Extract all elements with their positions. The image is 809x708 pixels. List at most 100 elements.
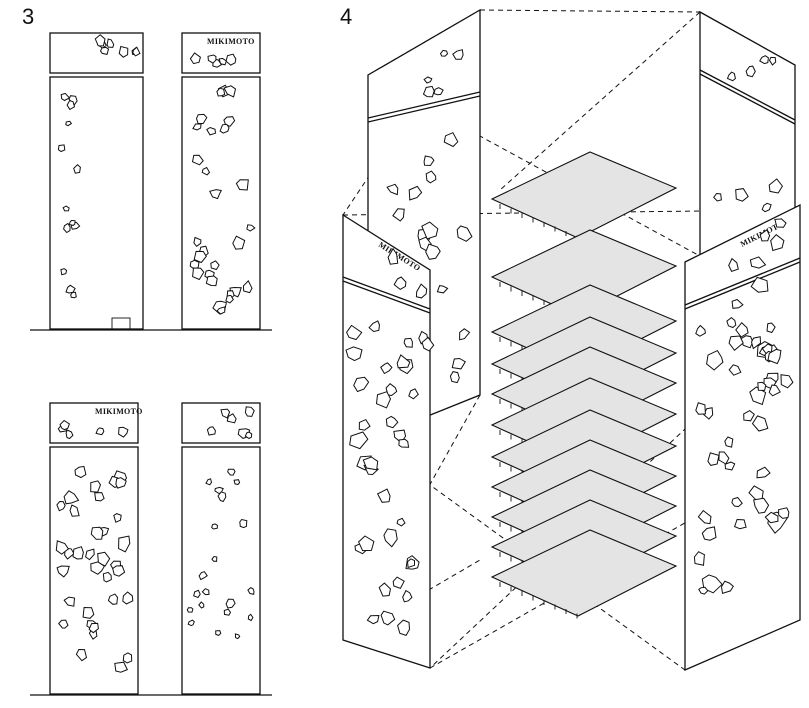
elevation-top-left bbox=[49, 32, 144, 330]
facade-opening bbox=[94, 34, 106, 47]
facade-opening bbox=[749, 256, 767, 269]
facade-opening bbox=[706, 349, 724, 371]
facade-opening bbox=[439, 49, 449, 57]
facade-opening bbox=[452, 49, 464, 60]
facade-opening bbox=[698, 586, 709, 595]
facade-opening bbox=[756, 466, 771, 479]
facade-opening bbox=[422, 85, 435, 98]
facade-opening bbox=[353, 376, 370, 393]
facade-opening bbox=[408, 185, 423, 201]
facade-opening bbox=[380, 362, 393, 375]
facade-opening bbox=[759, 229, 771, 242]
facade-opening bbox=[774, 218, 787, 228]
facade-opening bbox=[743, 409, 755, 422]
facade-opening bbox=[346, 324, 363, 341]
facade-opening bbox=[211, 555, 218, 562]
facade-opening bbox=[415, 283, 428, 299]
facade-opening bbox=[216, 87, 226, 97]
facade-opening bbox=[75, 648, 88, 662]
facade-opening bbox=[186, 607, 194, 613]
facade-opening bbox=[345, 346, 363, 362]
facade-opening bbox=[189, 259, 200, 270]
facade-opening bbox=[443, 132, 459, 148]
facade-opening bbox=[58, 619, 69, 629]
facade-opening bbox=[205, 478, 213, 486]
facade-opening bbox=[82, 606, 95, 619]
facade-opening bbox=[423, 155, 435, 167]
facade-opening bbox=[60, 92, 71, 102]
facade-opening bbox=[726, 316, 737, 329]
facade-opening bbox=[187, 619, 195, 627]
facade-opening bbox=[425, 170, 437, 184]
floor-slab-stack bbox=[490, 151, 678, 619]
facade-openings-elevations bbox=[55, 34, 256, 673]
facade-opening bbox=[768, 384, 781, 397]
facade-opening bbox=[68, 219, 76, 226]
figure-number-4: 4 bbox=[340, 4, 352, 29]
facade-opening bbox=[66, 100, 76, 111]
facade-opening bbox=[63, 490, 80, 505]
elevation-bottom-right bbox=[181, 402, 261, 695]
facade-opening bbox=[247, 613, 254, 622]
facade-opening bbox=[239, 518, 248, 529]
facade-opening bbox=[227, 468, 236, 476]
facade-opening bbox=[406, 558, 415, 569]
facade-opening bbox=[90, 561, 106, 575]
facade-opening bbox=[247, 586, 255, 595]
facade-opening bbox=[244, 406, 255, 417]
facade-opening bbox=[62, 205, 70, 212]
logo-sign-elevation-bottom: MIKIMOTO bbox=[95, 407, 143, 416]
facade-opening bbox=[99, 46, 110, 55]
facade-opening bbox=[349, 431, 369, 450]
facade-opening bbox=[209, 189, 223, 200]
facade-opening bbox=[201, 588, 210, 596]
facade-opening bbox=[233, 479, 241, 486]
facade-opening bbox=[778, 507, 790, 519]
facade-opening bbox=[65, 429, 74, 440]
facade-opening bbox=[193, 589, 201, 599]
facade-opening bbox=[234, 633, 241, 640]
facade-opening bbox=[751, 415, 769, 432]
facade-opening bbox=[59, 419, 71, 431]
facade-opening bbox=[63, 596, 76, 607]
facade-opening bbox=[223, 608, 232, 616]
facade-opening bbox=[695, 402, 706, 415]
facade-opening bbox=[118, 45, 129, 58]
facade-opening bbox=[114, 661, 128, 673]
facade-opening bbox=[118, 426, 129, 438]
facade-opening bbox=[55, 540, 70, 555]
facade-opening bbox=[402, 589, 413, 603]
facade-opening bbox=[425, 243, 441, 260]
facade-opening bbox=[107, 593, 119, 605]
facade-opening bbox=[767, 348, 782, 365]
facade-opening bbox=[392, 208, 405, 222]
logo-sign-elevation-top: MIKIMOTO bbox=[207, 37, 255, 46]
facade-opening bbox=[421, 221, 439, 240]
facade-opening bbox=[74, 465, 87, 479]
facade-opening bbox=[70, 291, 77, 299]
facade-opening bbox=[720, 580, 734, 594]
facade-opening bbox=[225, 598, 236, 609]
facade-opening bbox=[115, 477, 127, 489]
floor-slab bbox=[490, 229, 678, 317]
facade-opening bbox=[753, 497, 770, 514]
facade-opening bbox=[745, 65, 756, 78]
facade-opening bbox=[246, 224, 256, 232]
facade-opening bbox=[375, 391, 392, 409]
facade-opening bbox=[210, 260, 220, 271]
facade-opening bbox=[768, 56, 777, 66]
facade-opening bbox=[193, 250, 207, 264]
facade-opening bbox=[358, 418, 371, 431]
facade-opening bbox=[211, 523, 218, 530]
facade-opening bbox=[65, 120, 73, 127]
facade-opening bbox=[90, 526, 104, 540]
facade-opening bbox=[232, 235, 246, 250]
facade-opening bbox=[380, 610, 396, 626]
facade-opening bbox=[219, 123, 230, 134]
facade-opening bbox=[385, 415, 399, 429]
facade-opening bbox=[707, 452, 720, 466]
facade-opening bbox=[362, 456, 379, 471]
facade-opening bbox=[449, 371, 460, 384]
facade-opening bbox=[106, 38, 115, 48]
